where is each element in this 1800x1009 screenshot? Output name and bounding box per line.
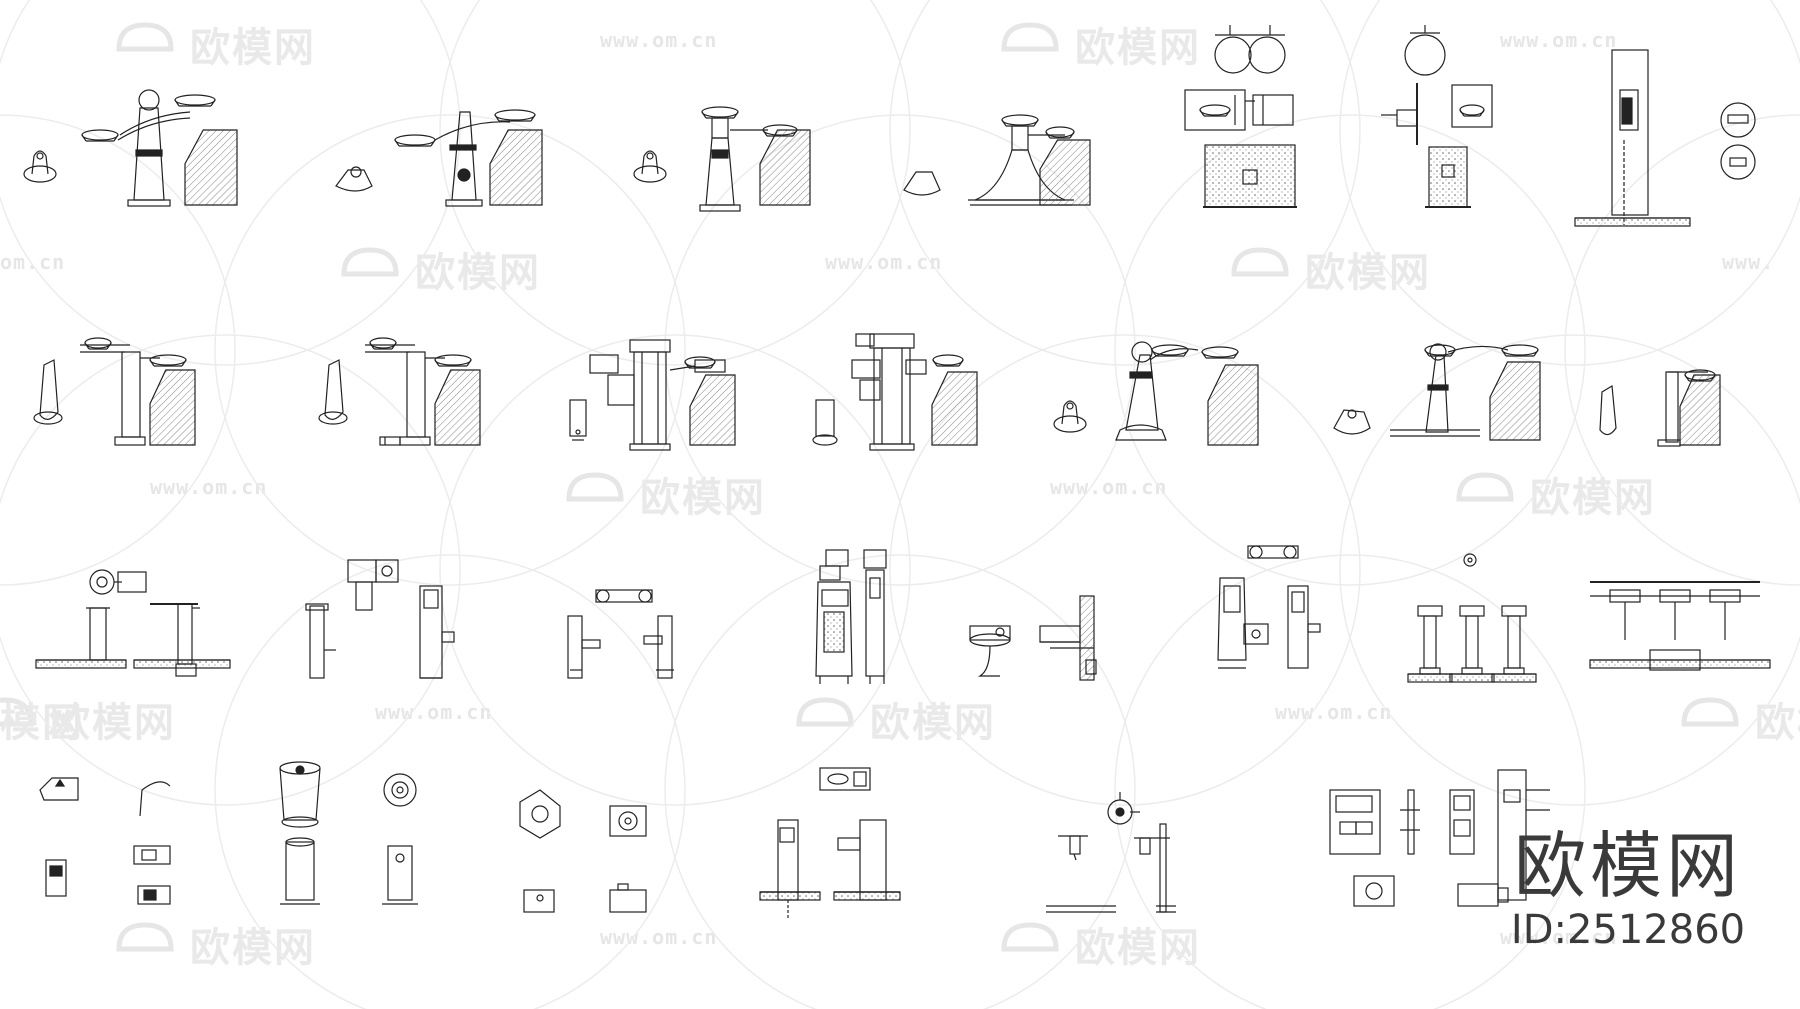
brand-watermark: 欧模网 ID:2512860 <box>1498 826 1758 954</box>
drinking-fountain-elevation <box>335 109 543 207</box>
column-fountain-elevation <box>569 339 736 451</box>
three-column-fountains <box>1407 553 1537 683</box>
bottle-filler-pair <box>567 589 674 679</box>
wall-bracket-fountain <box>969 595 1097 681</box>
bottle-filler-station <box>1217 545 1321 669</box>
square-fountain-set <box>519 789 647 913</box>
bottle-filler-dual <box>305 559 455 679</box>
angular-fountain-compact <box>1599 369 1721 447</box>
cylinder-bollard-set <box>279 761 418 905</box>
brand-name: 欧模网 <box>1513 824 1742 908</box>
tapered-fountain-wide <box>1333 343 1541 441</box>
tapered-fountain-elevation <box>1053 341 1259 446</box>
wall-single-fountain-plan <box>1381 25 1493 208</box>
triple-column-fountain <box>812 333 978 451</box>
drinking-fountain-elevation <box>903 114 1091 206</box>
angular-fountain-elevation <box>318 337 481 446</box>
asset-id-label: ID:2512860 <box>1510 907 1746 953</box>
angular-fountain-elevation <box>33 337 196 446</box>
drinking-fountain-elevation <box>633 106 811 212</box>
round-fountain-set <box>1046 792 1176 913</box>
watermark-logo-icon <box>115 919 175 955</box>
wall-fountain-inset <box>759 767 901 920</box>
column-fountain-section <box>1574 49 1756 227</box>
wall-dual-fountain-plan <box>1184 25 1297 208</box>
small-fixture-set <box>39 777 171 905</box>
drinking-fountain-elevation <box>23 89 238 207</box>
post-fountain-section <box>35 569 231 677</box>
tall-bottle-filler <box>815 549 887 684</box>
bowl-row-section <box>1589 581 1771 671</box>
